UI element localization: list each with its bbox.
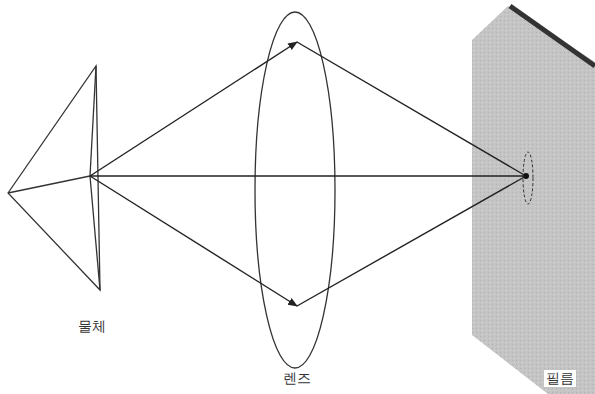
film-plane: [472, 6, 595, 394]
light-rays: [90, 42, 526, 306]
lens: [255, 12, 335, 368]
image-point: [523, 173, 529, 179]
film-label: 필름: [544, 370, 576, 387]
lens-label: 렌즈: [281, 370, 313, 387]
object-label: 물체: [76, 318, 108, 335]
film-edge: [510, 6, 595, 66]
image-blur: [523, 152, 533, 204]
pyramid-object: [8, 66, 100, 290]
